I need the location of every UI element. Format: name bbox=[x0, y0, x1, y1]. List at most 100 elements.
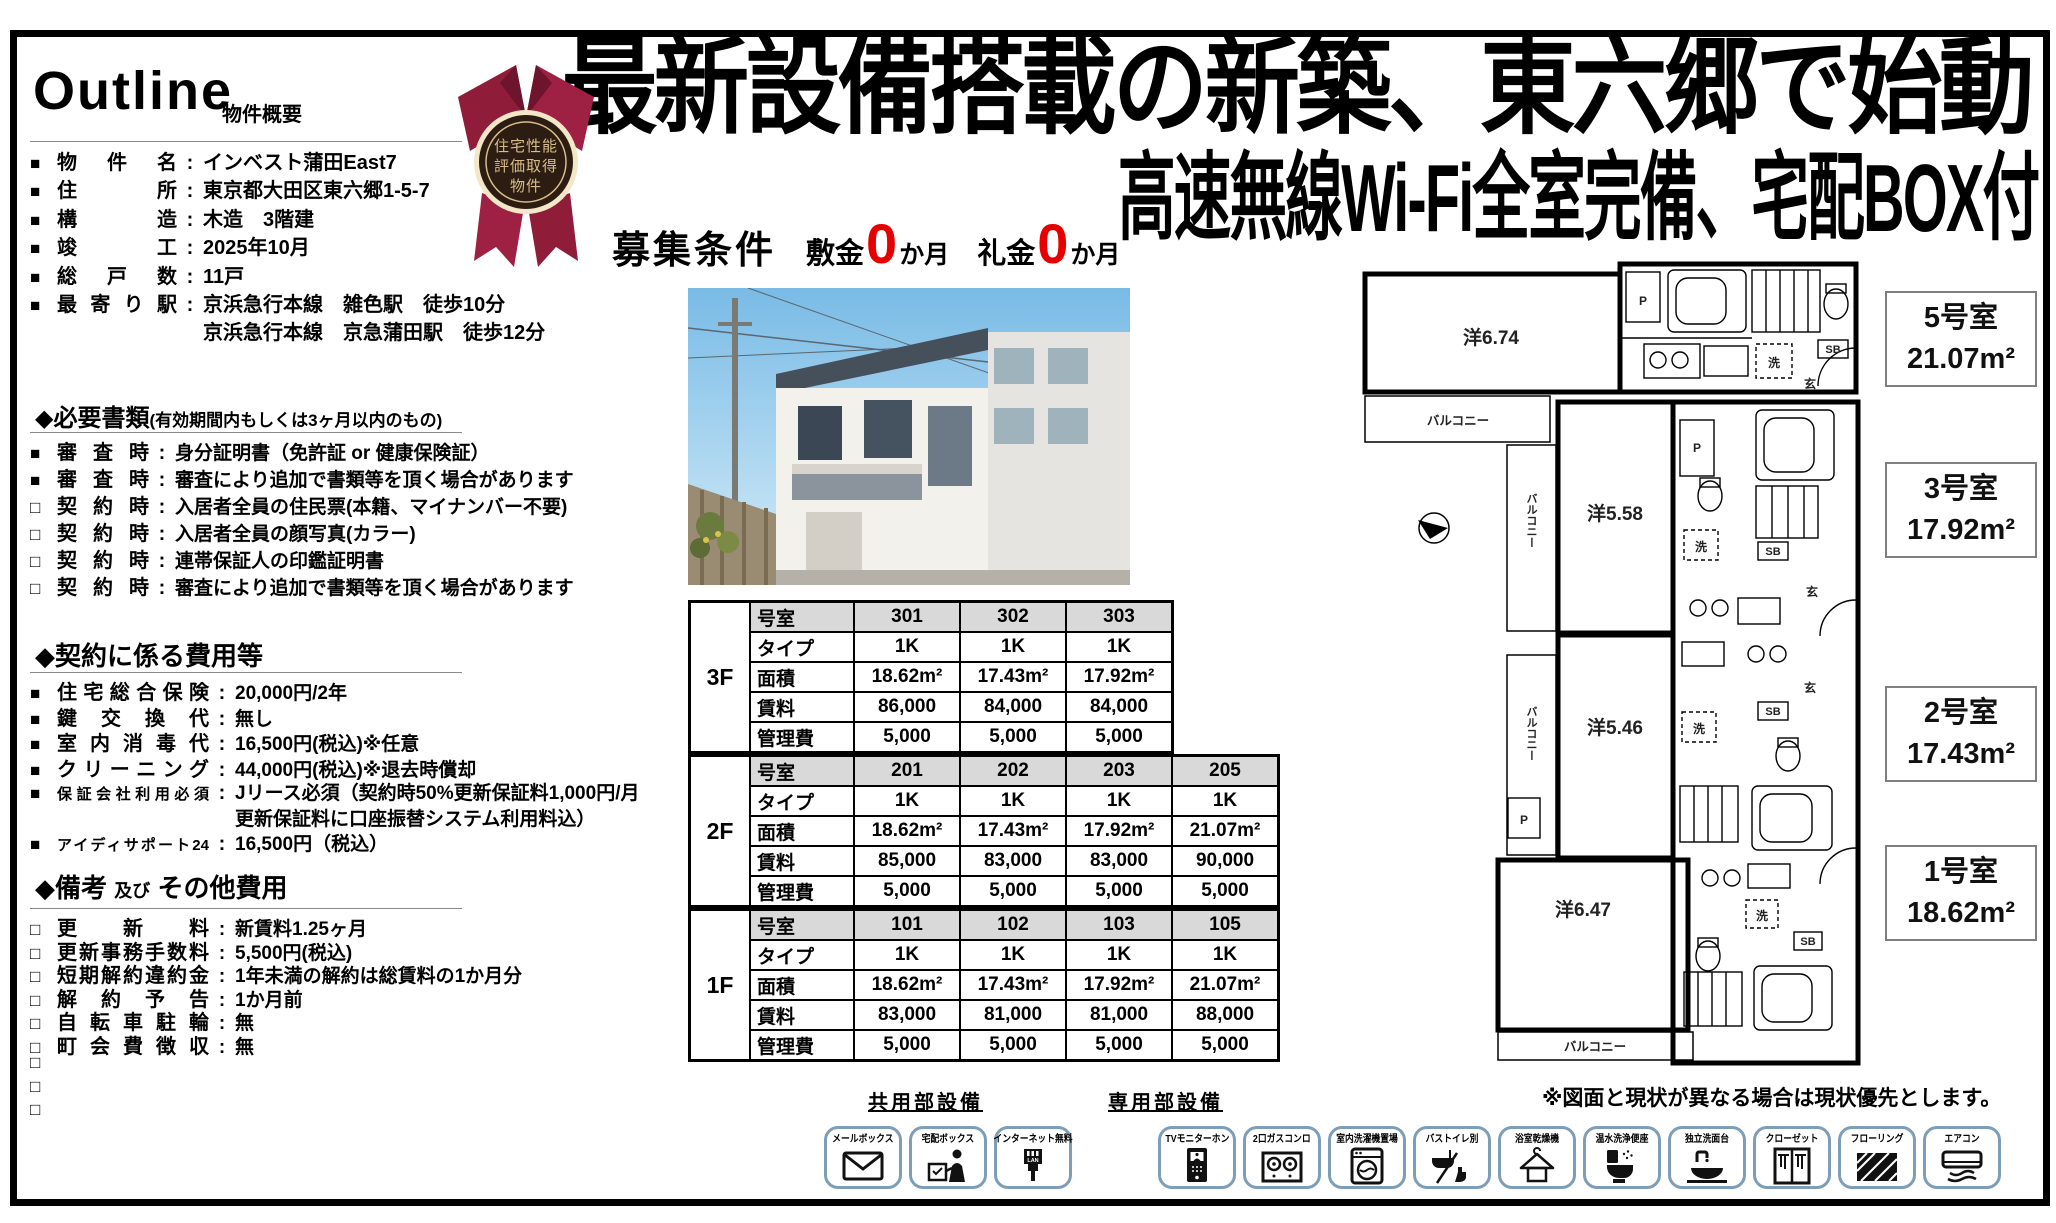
room-label-647: 洋6.47 bbox=[1555, 898, 1611, 921]
badge-line1: 住宅性能 bbox=[494, 138, 558, 155]
document-row: □ 契約時 : 入居者全員の住民票(本籍、マイナンバー不要) bbox=[30, 490, 574, 518]
table-row-label: 面積 bbox=[749, 969, 855, 1001]
document-label: 審査時 bbox=[57, 442, 149, 464]
remark-row: □ bbox=[30, 1100, 522, 1124]
bullet: □ bbox=[30, 1014, 41, 1033]
table-cell-203-fee: 5,000 bbox=[1065, 875, 1173, 908]
document-row: □ 契約時 : 連帯保証人の印鑑証明書 bbox=[30, 544, 574, 572]
cost-row: ■ クリーニング : 44,000円(税込)※退去時償却 bbox=[30, 753, 639, 781]
document-value: 審査により追加で書類等を頂く場合があります bbox=[175, 470, 574, 491]
table-cell-205-rent: 90,000 bbox=[1171, 845, 1280, 877]
property-label: 住所 bbox=[57, 180, 177, 203]
reikin-unit: か月 bbox=[1070, 241, 1121, 269]
remark-label: 短期解約違約金 bbox=[57, 965, 209, 987]
bullet: □ bbox=[30, 1100, 41, 1119]
page-frame bbox=[10, 30, 2050, 1206]
entry-label: 玄 bbox=[1804, 376, 1816, 391]
unit-callout-5: 5号室 21.07m² bbox=[1885, 291, 2037, 388]
property-value: 木造 3階建 bbox=[203, 208, 315, 231]
bullet: ■ bbox=[30, 835, 41, 854]
cost-label: 住宅総合保険 bbox=[57, 682, 209, 704]
cost-row: ■ アイディサポート24 : 16,500円（税込） bbox=[30, 829, 639, 855]
washlet-icon bbox=[1600, 1145, 1644, 1186]
cost-row: ■ 住宅総合保険 : 20,000円/2年 bbox=[30, 676, 639, 704]
remarks-heading: ◆備考 及び その他費用 bbox=[35, 868, 287, 905]
washer-icon bbox=[1345, 1145, 1389, 1186]
cost-label: クリーニング bbox=[57, 758, 209, 781]
floor-plan-drawing: 洋6.74 洋5.58 洋5.46 洋6.47 バルコニー バルコニー バルコニ… bbox=[1362, 261, 1861, 1066]
aircon-icon bbox=[1940, 1145, 1984, 1186]
property-value: インベスト蒲田East7 bbox=[203, 152, 397, 174]
colon: : bbox=[218, 833, 226, 855]
document-row: □ 契約時 : 審査により追加で書類等を頂く場合があります bbox=[30, 571, 574, 599]
document-row: □ 契約時 : 入居者全員の顔写真(カラー) bbox=[30, 517, 574, 545]
tvphone-facility-card: TVモニターホン bbox=[1158, 1126, 1236, 1189]
colon: : bbox=[218, 942, 226, 964]
stove-facility-card: 2口ガスコンロ bbox=[1243, 1126, 1321, 1189]
table-row-label: 管理費 bbox=[749, 875, 855, 908]
shikikin-value: 0 bbox=[866, 212, 898, 275]
bullet: □ bbox=[30, 990, 41, 1010]
bullet: ■ bbox=[30, 784, 41, 803]
remark-row: □ 町会費徴収 : 無 bbox=[30, 1030, 522, 1058]
bullet: ■ bbox=[30, 709, 41, 729]
table-cell-101-area: 18.62m² bbox=[853, 969, 961, 1001]
bullet: ■ bbox=[30, 267, 41, 287]
remarks-heading-1: ◆備考 bbox=[35, 873, 107, 903]
remark-row: □ 自転車駐輪 : 無 bbox=[30, 1006, 522, 1034]
bullet: □ bbox=[30, 579, 41, 598]
document-label: 審査時 bbox=[57, 469, 149, 491]
colon: : bbox=[218, 707, 226, 730]
table-row-label: タイプ bbox=[749, 785, 855, 817]
svg-text:LAN: LAN bbox=[1027, 1158, 1038, 1164]
property-row: ■ 総戸数 : 11戸 bbox=[30, 260, 545, 288]
cost-row: ■ 鍵交換代 : 無し bbox=[30, 702, 639, 730]
bullet: ■ bbox=[30, 684, 41, 703]
table-cell-302-rent: 84,000 bbox=[959, 691, 1067, 723]
table-row-label: タイプ bbox=[749, 631, 855, 663]
table-cell-202-area: 17.43m² bbox=[959, 815, 1067, 847]
common-facilities-heading: 共用部設備 bbox=[868, 1092, 983, 1114]
bullet: ■ bbox=[30, 471, 41, 490]
porch-label: P bbox=[1693, 441, 1701, 455]
remark-value: 無 bbox=[235, 1013, 255, 1034]
document-label: 契約時 bbox=[57, 496, 149, 518]
property-value: 東京都大田区東六郷1-5-7 bbox=[203, 180, 430, 203]
table-cell-202-type: 1K bbox=[959, 785, 1067, 817]
remark-label: 町会費徴収 bbox=[57, 1035, 209, 1058]
colon: : bbox=[158, 577, 166, 599]
table-cell-201-no: 201 bbox=[853, 754, 961, 787]
unit-area: 17.43m² bbox=[1906, 738, 2015, 771]
property-row: ■ 構造 : 木造 3階建 bbox=[30, 203, 545, 231]
document-row: ■ 審査時 : 身分証明書（免許証 or 健康保険証） bbox=[30, 436, 574, 464]
costs-heading: ◆契約に係る費用等 bbox=[35, 641, 263, 671]
table-row-label: 面積 bbox=[749, 815, 855, 847]
colon: : bbox=[158, 469, 166, 491]
property-label: 竣工 bbox=[57, 237, 177, 260]
cost-label: アイディサポート24 bbox=[57, 837, 209, 854]
vanity-icon bbox=[1685, 1145, 1729, 1186]
headline-sub: 高速無線Wi-Fi全室完備、宅配BOX付 bbox=[1118, 145, 2040, 252]
facility-label: TVモニターホン bbox=[1164, 1134, 1230, 1145]
table-cell-205-type: 1K bbox=[1171, 785, 1280, 817]
reikin-label: 礼金 bbox=[977, 238, 1036, 270]
washer-label: 洗 bbox=[1756, 908, 1768, 923]
table-row-label: 賃料 bbox=[749, 691, 855, 723]
table-cell-105-fee: 5,000 bbox=[1171, 1029, 1280, 1062]
table-cell-202-fee: 5,000 bbox=[959, 875, 1067, 908]
table-cell-303-rent: 84,000 bbox=[1065, 691, 1174, 723]
entry-label: 玄 bbox=[1804, 680, 1816, 695]
facility-label: 2口ガスコンロ bbox=[1253, 1134, 1311, 1145]
unit-name: 5号室 bbox=[1923, 302, 1999, 334]
cost-row: ■ 保証会社利用必須 : Jリース必須（契約時50%更新保証料1,000円/月 bbox=[30, 778, 639, 804]
remark-row: □ 更新事務手数料 : 5,500円(税込) bbox=[30, 936, 522, 964]
bullet: □ bbox=[30, 967, 41, 986]
floor-label: 1F bbox=[688, 908, 751, 1062]
property-label: 総戸数 bbox=[57, 265, 177, 288]
colon: : bbox=[158, 523, 166, 545]
award-badge: 住宅性能 評価取得 物件 bbox=[430, 55, 622, 273]
